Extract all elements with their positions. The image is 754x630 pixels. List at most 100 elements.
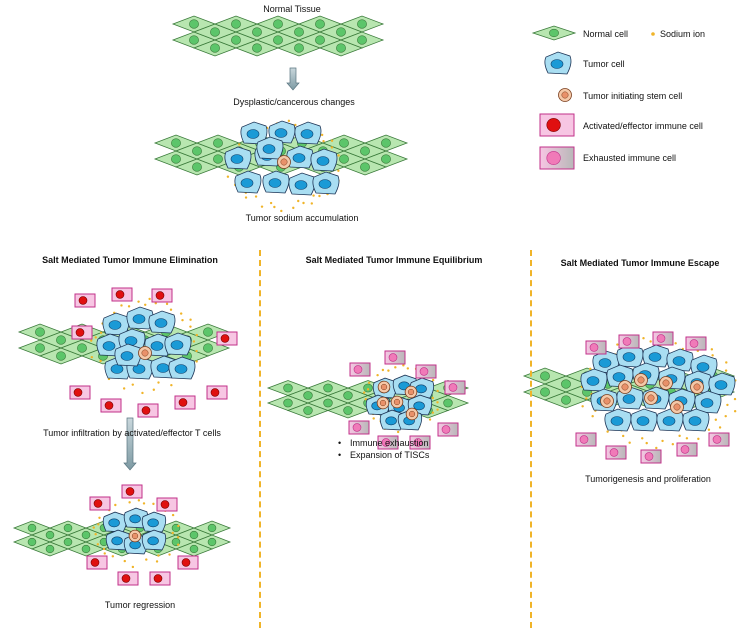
sodium-ion (155, 560, 159, 563)
sodium-ion (99, 359, 102, 363)
activated-immune-cell (69, 385, 91, 400)
tumor-cell-nucleus (318, 179, 332, 189)
sodium-ion (192, 340, 196, 343)
elimination-title: Salt Mediated Tumor Immune Elimination (42, 255, 218, 265)
sodium-ion (137, 300, 140, 303)
tumor-cell-nucleus (132, 364, 146, 374)
sodium-ion (226, 175, 230, 178)
sodium-ion (189, 318, 192, 321)
tumor-cell-nucleus (700, 398, 714, 408)
immune-cell-nucleus (178, 398, 188, 407)
sodium-ion (92, 526, 95, 529)
sodium-ion (310, 202, 313, 205)
normal-cell-nucleus (343, 406, 353, 415)
normal-cell-nucleus (192, 162, 202, 172)
tumor-cell (114, 343, 142, 367)
sodium-ion (165, 302, 169, 306)
normal-cell-nucleus (45, 544, 55, 554)
activated-immune-cell (539, 113, 575, 137)
normal-cell-nucleus (363, 383, 373, 393)
sodium-ion (96, 543, 100, 546)
sodium-ion (431, 411, 435, 414)
bullet-immune-exhaustion: Immune exhaustion (338, 437, 429, 449)
panel-divider-right (530, 250, 532, 628)
activated-immune-cell (137, 403, 159, 418)
tumor-cell (630, 408, 658, 432)
normal-cell-nucleus (357, 35, 367, 45)
tumor-cell-nucleus (316, 156, 330, 166)
tumor-cell-nucleus (622, 394, 636, 404)
tumor-cell-nucleus (300, 129, 314, 139)
tumor-cell-nucleus (102, 341, 116, 351)
tumor-cell (294, 121, 322, 145)
immune-cell-nucleus (75, 328, 85, 337)
immune-cell-nucleus (78, 296, 88, 305)
sodium-ion (396, 430, 400, 434)
tumor-cell-nucleus (274, 128, 288, 138)
sodium-ion (655, 446, 658, 450)
tumor-cell (168, 356, 196, 380)
tumor-cell-nucleus (108, 518, 120, 528)
normal-cell-nucleus (315, 19, 325, 29)
tumor-cell (102, 511, 128, 533)
immune-cell-nucleus (589, 343, 599, 352)
tumor-cell-nucleus (147, 518, 159, 528)
exhausted-immune-cell (585, 340, 607, 355)
activated-immune-cell (117, 571, 139, 586)
tumor-cell-nucleus (110, 364, 124, 374)
immune-cell-nucleus (220, 334, 230, 343)
tumor-cell-nucleus (147, 536, 159, 546)
tumor-cell-nucleus (108, 320, 122, 330)
sodium-ion (707, 428, 711, 431)
normal-cell-nucleus (45, 530, 55, 540)
sodium-ion (157, 381, 160, 384)
sodium-ion (90, 339, 93, 342)
sodium-ion (726, 403, 729, 407)
sodium-ion (97, 523, 100, 526)
sodium-ion (145, 558, 148, 561)
sodium-ion (642, 337, 645, 340)
immune-cell-nucleus (73, 388, 83, 397)
down-arrow (286, 67, 300, 91)
elimination-caption-regression: Tumor regression (104, 600, 176, 610)
sodium-ion (195, 349, 198, 353)
sodium-ion (244, 196, 248, 199)
tumor-cell-nucleus (622, 352, 636, 362)
normal-cell-nucleus (207, 523, 217, 533)
sodium-ion (94, 336, 97, 339)
normal-cell-nucleus (273, 19, 283, 29)
exhausted-immune-cell (676, 442, 698, 457)
panel-divider-left (259, 250, 261, 628)
sodium-ion (337, 169, 340, 173)
sodium-ion (714, 418, 718, 421)
tumor-cell (682, 408, 710, 432)
sodium-ion (406, 367, 410, 370)
legend-sodium-icon (651, 32, 655, 36)
sodium-ion (661, 439, 664, 443)
immune-cell-nucleus (546, 118, 561, 132)
sodium-ion (269, 201, 273, 205)
sodium-ion (366, 388, 370, 391)
stem-cell (634, 373, 648, 387)
tumor-cell-nucleus (550, 59, 564, 69)
sodium-ion (273, 205, 276, 209)
tumor-cell-nucleus (385, 416, 397, 426)
sodium-ion (318, 194, 321, 198)
sodium-ion (154, 302, 157, 305)
tumor-cell-nucleus (662, 416, 676, 426)
exhausted-immune-cell (415, 364, 437, 379)
tumor-cell-nucleus (132, 314, 146, 324)
tumor-cell (544, 51, 572, 75)
tumor-cell-nucleus (268, 178, 282, 188)
immune-cell-nucleus (388, 353, 398, 362)
normal-cell-nucleus (35, 327, 45, 337)
sodium-ion (585, 397, 588, 400)
immune-cell-nucleus (153, 574, 163, 583)
immune-cell-nucleus (689, 339, 699, 348)
sodium-ion (387, 369, 390, 372)
tumor-cell (268, 120, 296, 144)
tumor-cell-nucleus (230, 154, 244, 164)
sodium-ion (394, 366, 397, 369)
normal-cell-nucleus (56, 335, 66, 345)
tumor-cell-nucleus (714, 380, 728, 390)
